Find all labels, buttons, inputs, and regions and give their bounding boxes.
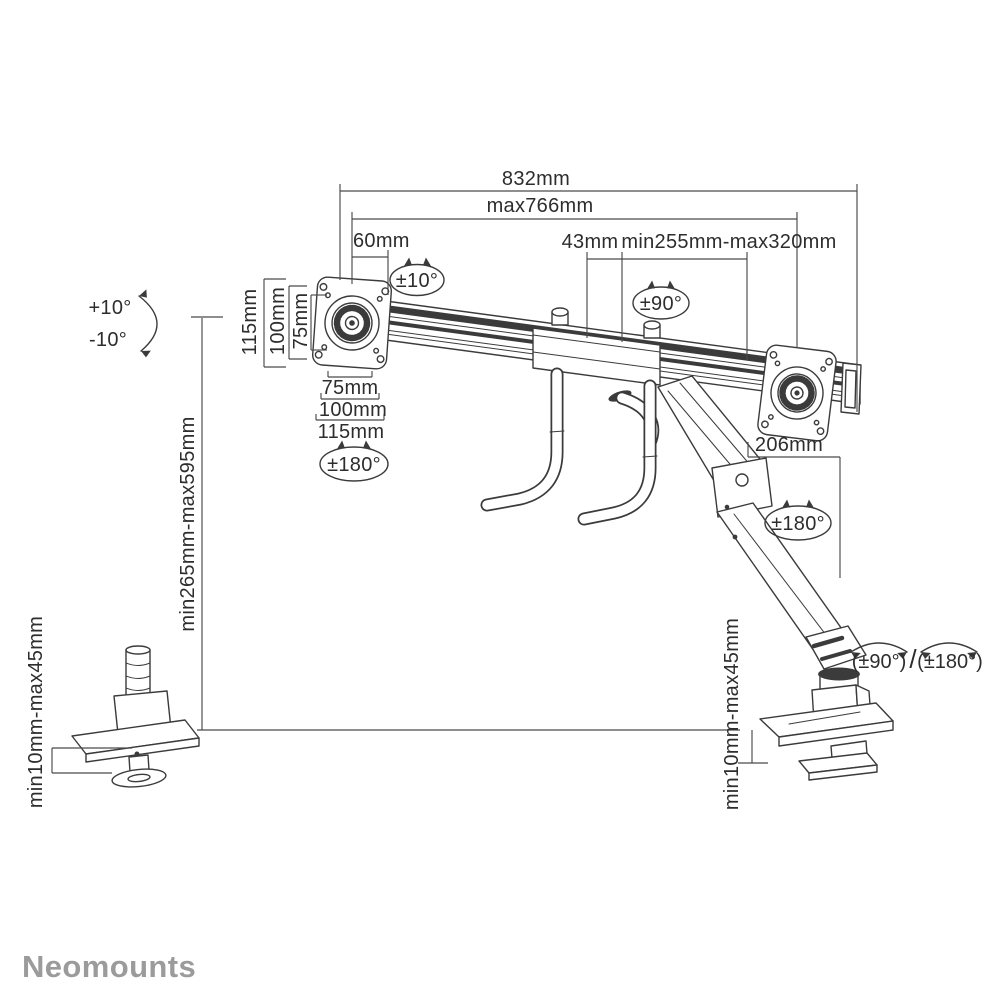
dim-vesa-75h-label: 75mm [322,377,379,399]
desk-clamp-right [759,684,894,781]
dim-height-range: min265mm-max595mm [177,316,740,731]
arm-elbow-joint [711,457,773,518]
vesa-rotation-label: ±180° [327,454,381,476]
tilt-arrow-arc [138,295,158,352]
tilt-down-label: -10° [89,329,127,351]
dim-slide-range: 43mm min255mm-max320mm [562,231,836,360]
dimension-annotations: 832mm max766mm 60mm 43mm min255mm-max320… [25,168,858,810]
dim-left-clamp-label: min10mm-max45mm [25,616,47,808]
dim-right-clamp-thickness: min10mm-max45mm [721,618,768,810]
dim-left-clamp-thickness: min10mm-max45mm [25,616,132,808]
rail-stud [551,307,569,326]
dim-vesa-100v-label: 100mm [267,287,289,355]
arm-rotation-label: ±180° [771,513,825,535]
dim-max-width: max766mm [351,195,798,348]
dim-total-width: 832mm [339,168,858,412]
vesa-plate-left [311,276,393,370]
crossbar-swivel-label: ±90° [640,293,682,315]
rail-stud [643,320,661,339]
tilt-up-label: +10° [88,297,131,319]
dim-vesa-75v-label: 75mm [290,293,312,350]
vesa-plate-right [757,344,837,442]
base-swivel-label: (±90°) [852,651,907,673]
base-rotation-label: (±180°) [917,651,983,673]
crossbar-tilt-annotation: ±10° [389,257,445,297]
neomounts-logo: Neomounts [22,949,196,984]
dim-arm-length-label: 206mm [755,434,823,456]
rotation-annotations: +10° -10° ±10° ±90° ±180° [88,257,983,674]
dim-left-offset-label: 60mm [353,230,410,252]
dim-left-offset: 60mm [352,230,410,295]
rail-slider-block [532,327,661,386]
crossbar-swivel-annotation: ±90° [632,280,690,320]
dim-max-width-label: max766mm [487,195,594,217]
dim-vesa-100h-label: 100mm [319,399,387,421]
dim-slide-range-label: min255mm-max320mm [621,231,836,253]
dim-right-clamp-label: min10mm-max45mm [721,618,743,810]
dim-vesa-vertical: 115mm 100mm 75mm [239,278,327,368]
vesa-rotation-annotation: ±180° [319,440,389,482]
base-rotation-annotation: (±90°) / (±180°) [849,642,983,674]
cable-management-hooks [480,367,658,526]
dim-arm-length: 206mm [747,434,841,578]
arm-rotation-annotation: ±180° [764,499,832,541]
dim-vesa-115v-label: 115mm [239,289,261,356]
rail-end-cap [840,362,862,415]
dim-vesa-horizontal: 75mm 100mm 115mm [315,371,387,443]
crossbar-tilt-label: ±10° [396,270,438,292]
grommet-mount-left [71,645,200,788]
dim-height-range-label: min265mm-max595mm [177,416,199,631]
dim-total-width-label: 832mm [502,168,570,190]
base-separator: / [909,644,917,674]
tilt-annotation: +10° -10° [88,289,158,359]
monitor-mount-drawing [71,276,894,788]
dim-center-gap-label: 43mm [562,231,619,253]
dim-vesa-115h-label: 115mm [318,421,385,443]
arm-rotation-collar [818,667,860,681]
